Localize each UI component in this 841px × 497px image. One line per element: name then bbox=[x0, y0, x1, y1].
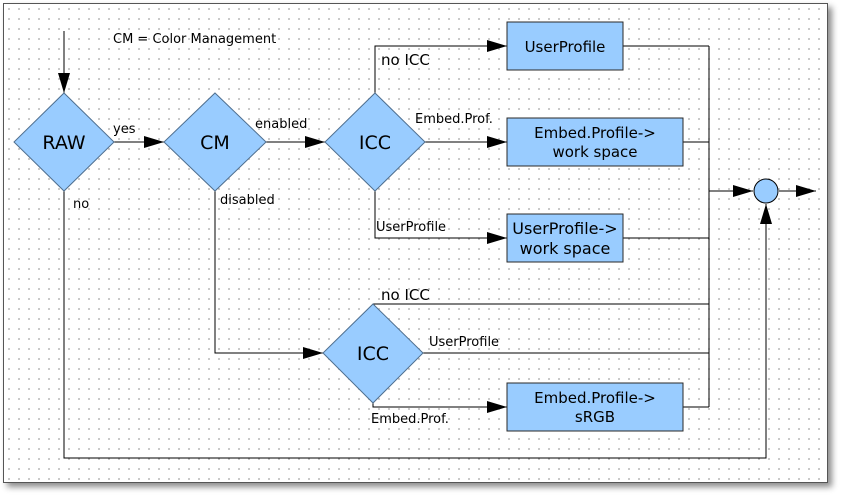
merge-junction bbox=[753, 178, 779, 204]
decision-icc-top bbox=[324, 92, 426, 192]
label-top-no-icc: no ICC bbox=[381, 51, 430, 69]
note-text: CM = Color Management bbox=[113, 32, 276, 47]
label-top-userprofile: UserProfile bbox=[376, 220, 446, 235]
edge-icc-top-userprofile bbox=[374, 191, 507, 244]
box-embed-srgb-line2: sRGB bbox=[575, 408, 615, 426]
edge-icc-bottom-embed bbox=[372, 401, 507, 413]
label-disabled: disabled bbox=[220, 193, 275, 208]
flowchart: CM = Color Management RAW CM ICC ICC Use… bbox=[13, 21, 816, 459]
decision-icc-top-label: ICC bbox=[359, 132, 391, 154]
box-user-work-line2: work space bbox=[520, 239, 611, 258]
box-embed-work-line2: work space bbox=[552, 143, 637, 161]
box-embed-srgb-line1: Embed.Profile-> bbox=[534, 389, 656, 407]
box-user-work-line1: UserProfile-> bbox=[512, 219, 617, 238]
box-embed-work-space bbox=[506, 117, 684, 167]
decision-raw bbox=[13, 92, 115, 192]
decision-icc-bottom bbox=[322, 303, 424, 404]
label-bottom-embed-prof: Embed.Prof. bbox=[371, 412, 449, 427]
box-user-profile bbox=[506, 21, 624, 71]
label-bottom-userprofile: UserProfile bbox=[429, 335, 499, 350]
label-yes: yes bbox=[113, 122, 136, 137]
box-user-work-space bbox=[506, 213, 624, 263]
diagram-canvas: CM = Color Management RAW CM ICC ICC Use… bbox=[3, 3, 828, 483]
label-enabled: enabled bbox=[255, 117, 307, 132]
label-bottom-no-icc: no ICC bbox=[381, 286, 430, 304]
box-user-profile-label: UserProfile bbox=[525, 38, 606, 56]
edge-cm-icc-bottom bbox=[214, 191, 323, 359]
label-top-embed-prof: Embed.Prof. bbox=[415, 112, 493, 127]
decision-icc-bottom-label: ICC bbox=[357, 343, 389, 365]
decision-raw-label: RAW bbox=[42, 132, 85, 154]
box-embed-srgb bbox=[506, 382, 684, 432]
decision-cm-label: CM bbox=[200, 132, 230, 154]
box-embed-work-line1: Embed.Profile-> bbox=[534, 124, 656, 142]
merge-bus bbox=[623, 45, 710, 408]
edge-raw-no bbox=[63, 191, 772, 459]
edge-icc-top-no-icc bbox=[374, 40, 507, 93]
label-no: no bbox=[73, 197, 89, 212]
decision-cm bbox=[163, 92, 267, 192]
